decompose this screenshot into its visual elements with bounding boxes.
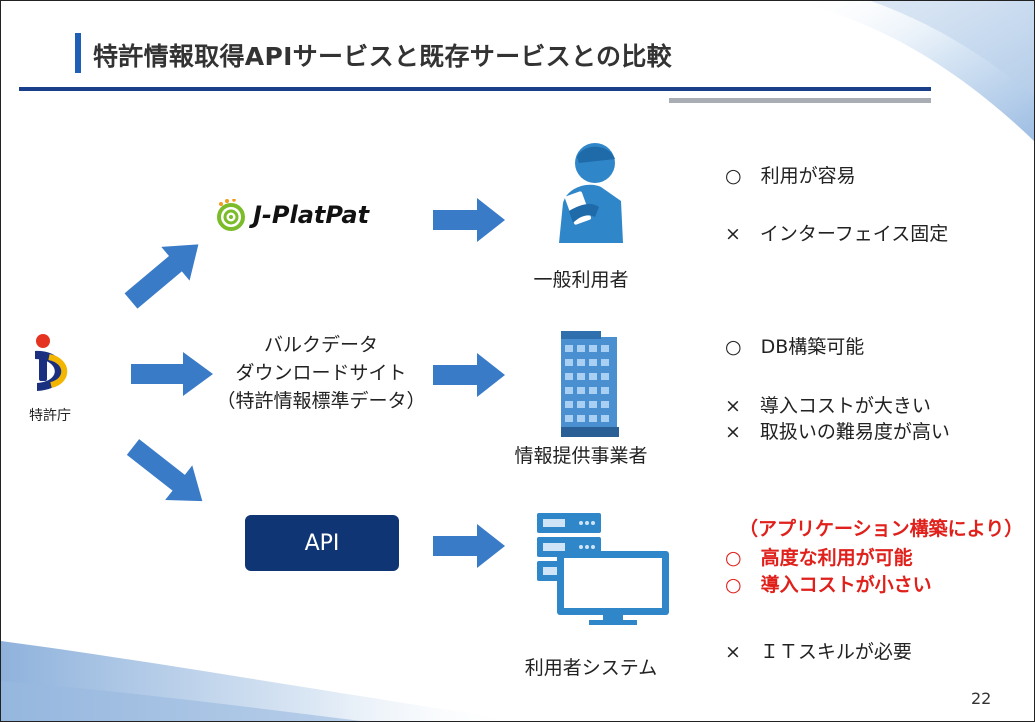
jpo-logo: 特許庁	[25, 331, 89, 431]
jpo-logo-icon	[35, 334, 68, 391]
title-underline	[19, 87, 931, 91]
api-con-note: × ＩＴスキルが必要	[725, 641, 912, 663]
jplatpat-spiral-icon	[217, 199, 245, 231]
arrow-jplatpat-to-user	[433, 198, 505, 242]
general-user-icon	[559, 143, 623, 243]
bulk-data-site-label: バルクデータ ダウンロードサイト （特許情報標準データ）	[191, 331, 451, 415]
bulk-con-note-1: × 導入コストが大きい	[725, 395, 931, 417]
jplatpat-logo: J-PlatPat	[215, 197, 435, 237]
bulk-pro-note: ○ DB構築可能	[725, 336, 865, 358]
api-note-heading: （アプリケーション構築により）	[739, 518, 1024, 540]
title-accent-bar	[75, 33, 81, 73]
jplatpat-con-note: × インターフェイス固定	[725, 223, 949, 245]
bulk-line-2: ダウンロードサイト	[235, 362, 407, 384]
jplatpat-wordmark: J-PlatPat	[253, 201, 370, 229]
jpo-caption: 特許庁	[29, 408, 71, 424]
server-system-icon	[537, 513, 669, 625]
arrow-to-jplatpat	[124, 244, 199, 309]
arrow-api-to-system	[433, 524, 505, 568]
arrow-bulk-to-provider	[433, 353, 505, 397]
title-underline-accent	[669, 98, 931, 103]
api-service-box: API	[245, 515, 399, 571]
info-provider-label: 情報提供事業者	[514, 445, 648, 467]
bulk-line-1: バルクデータ	[263, 334, 378, 356]
building-icon	[561, 331, 619, 437]
arrow-to-api	[126, 439, 203, 502]
slide-title: 特許情報取得APIサービスと既存サービスとの比較	[93, 42, 672, 71]
page-number: 22	[971, 689, 992, 708]
jplatpat-pro-note: ○ 利用が容易	[725, 165, 856, 187]
user-system-label: 利用者システム	[524, 657, 658, 679]
bulk-con-note-2: × 取扱いの難易度が高い	[725, 421, 950, 443]
arrow-to-bulk	[131, 352, 213, 396]
api-pro-note-2: ○ 導入コストが小さい	[725, 574, 932, 596]
general-user-label: 一般利用者	[533, 269, 629, 291]
bulk-line-3: （特許情報標準データ）	[216, 390, 426, 412]
api-pro-note-1: ○ 高度な利用が可能	[725, 547, 913, 569]
